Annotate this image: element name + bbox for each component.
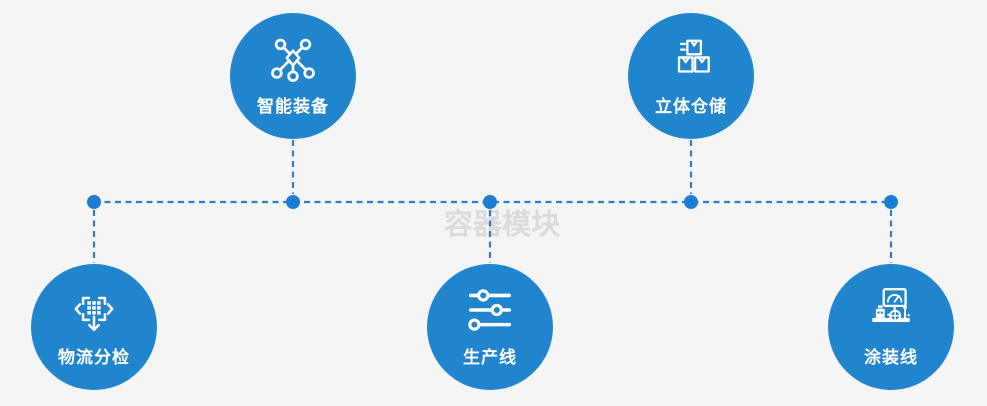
node-intelligent-equipment: 智能装备	[230, 13, 356, 139]
sliders-icon	[468, 289, 512, 331]
coating-machine-icon	[872, 288, 910, 322]
connector-dots	[87, 195, 898, 209]
node-label: 物流分检	[58, 348, 130, 367]
node-label: 智能装备	[257, 97, 329, 116]
node-label: 立体仓储	[655, 97, 727, 116]
node-stereoscopic-warehouse: 立体仓储	[628, 13, 754, 139]
node-logistics-sorting: 物流分检	[31, 264, 157, 390]
watermark: 容器模块	[444, 209, 561, 241]
stacked-boxes-icon	[677, 39, 710, 73]
node-coating-line: 涂装线	[828, 264, 954, 390]
network-nodes-icon	[271, 38, 315, 82]
sorting-arrows-icon	[74, 296, 114, 332]
node-label: 生产线	[463, 348, 517, 367]
dashed-connectors	[92, 140, 893, 263]
node-label: 涂装线	[864, 348, 918, 367]
node-production-line: 生产线	[427, 264, 553, 390]
